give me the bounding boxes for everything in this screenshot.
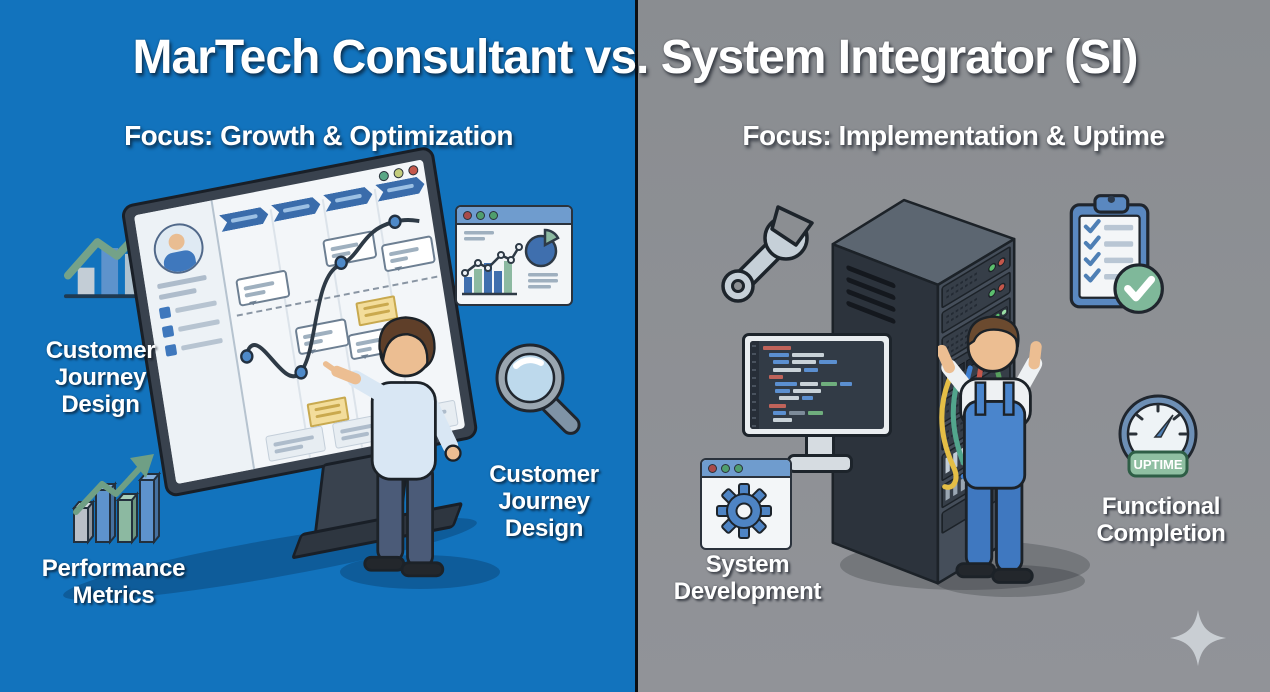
code-monitor-bezel [742, 333, 892, 437]
dashboard-charts [461, 228, 560, 296]
checklist-clipboard-icon [1069, 194, 1164, 314]
code-lines [759, 341, 884, 429]
journey-map-monitor [120, 143, 505, 593]
code-editor-screen [750, 341, 884, 429]
sparkle-icon [1169, 609, 1227, 667]
code-monitor-base [787, 454, 853, 473]
technician-figure [938, 315, 1043, 584]
label-customer-journey-design-1: Customer Journey Design [45, 337, 156, 418]
3d-bar-growth-icon [71, 454, 162, 545]
label-functional-completion: Functional Completion [1096, 493, 1226, 547]
card-titlebar [702, 460, 790, 478]
journey-curve [240, 214, 420, 380]
right-subtitle: Focus: Implementation & Uptime [742, 120, 1165, 151]
summary-card [264, 425, 326, 463]
magnifier-icon [495, 343, 581, 435]
persona-avatar [150, 219, 208, 278]
uptime-gauge-icon: UPTIME [1118, 394, 1198, 478]
gear-window-icon [700, 458, 792, 550]
panel-divider [635, 0, 638, 692]
label-customer-journey-design-2: Customer Journey Design [489, 461, 599, 542]
label-performance-metrics: Performance Metrics [41, 555, 186, 609]
consultant-figure [322, 316, 462, 578]
analytics-dashboard-icon [455, 205, 573, 306]
card-titlebar [457, 207, 571, 225]
left-subtitle: Focus: Growth & Optimization [124, 120, 513, 151]
line-number-gutter [750, 341, 759, 429]
label-system-development: System Development [673, 551, 822, 605]
gauge-badge-text: UPTIME [1133, 457, 1182, 472]
monitor-frame [120, 145, 479, 499]
journey-map-area [214, 159, 465, 468]
gear-icon [716, 483, 772, 539]
code-monitor-icon [742, 333, 896, 481]
journey-map-screen [133, 159, 466, 485]
page-title: MarTech Consultant vs. System Integrator… [132, 31, 1139, 84]
wrench-icon [721, 205, 814, 303]
